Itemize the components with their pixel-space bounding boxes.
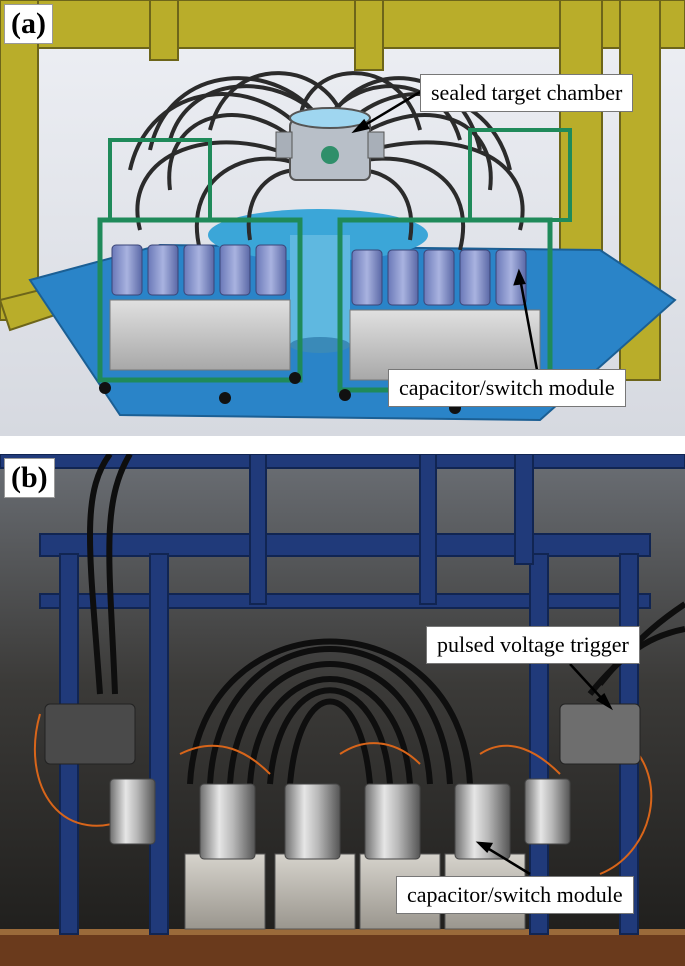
callout-sealed-target-chamber: sealed target chamber [420, 74, 634, 112]
panel-b-photograph: (b) pulsed voltage trigger capacitor/swi… [0, 454, 685, 966]
callout-capacitor-module-a: capacitor/switch module [388, 369, 626, 407]
callout-pulsed-voltage-trigger: pulsed voltage trigger [426, 626, 640, 664]
pulsed-voltage-triggers [44, 703, 641, 765]
panel-label-b: (b) [4, 458, 55, 498]
callout-arrows-b [475, 663, 613, 876]
callout-arrows [351, 90, 539, 371]
panel-a-cad-render: (a) sealed target chamber capacitor/swit… [0, 0, 685, 436]
left-module-rack [97, 217, 303, 404]
panel-label-a: (a) [4, 4, 53, 44]
sealed-target-chamber-model [275, 107, 385, 181]
cable-bundle-photo [87, 454, 685, 785]
callout-capacitor-module-b: capacitor/switch module [396, 876, 634, 914]
